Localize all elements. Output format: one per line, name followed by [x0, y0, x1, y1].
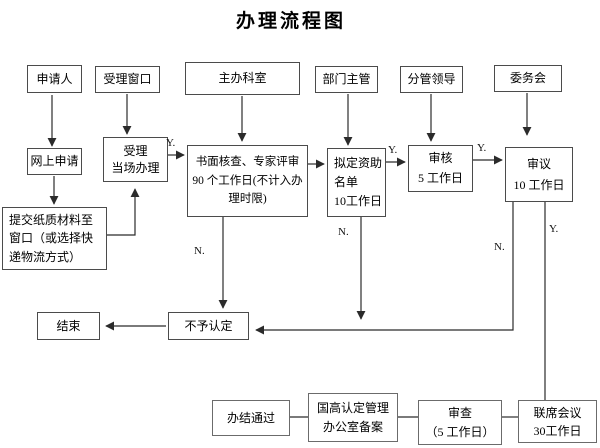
node-written-review: 书面核查、专家评审 90 个工作日(不计入办 理时限)	[187, 145, 308, 217]
node-line: 30工作日	[533, 423, 582, 438]
node-line: 书面核查、专家评审	[195, 155, 300, 168]
node-line: 办公室备案	[322, 419, 383, 434]
node-line: 理时限)	[228, 193, 267, 206]
node-line: 拟定资助	[334, 155, 383, 170]
node-line: 联席会议	[533, 405, 582, 420]
node-line: 审议	[526, 157, 551, 172]
diagram-title: 办理流程图	[235, 11, 346, 32]
node-submit-paper: 提交纸质材料至 窗口（或选择快 递物流方式）	[2, 207, 107, 270]
edge-label-review-yes: Y.	[477, 142, 487, 154]
node-line: 名单	[334, 174, 359, 189]
node-examination: 审查 （5 工作日）	[418, 400, 502, 445]
node-host-office: 主办科室	[185, 62, 300, 95]
node-line: 递物流方式）	[9, 249, 82, 264]
node-line: 90 个工作日(不计入办	[192, 174, 303, 187]
node-draft-list: 拟定资助 名单 10工作日	[327, 148, 386, 217]
node-acceptance-onsite: 受理 当场办理	[103, 137, 168, 182]
node-online-application: 网上申请	[27, 148, 82, 175]
node-applicant: 申请人	[27, 65, 82, 93]
edge-paper-to-onsite	[107, 188, 140, 236]
node-joint-meeting: 联席会议 30工作日	[518, 400, 597, 443]
node-committee: 委务会	[494, 65, 562, 92]
node-deliberation: 审议 10 工作日	[505, 147, 573, 202]
node-line: 审查	[447, 405, 472, 420]
edge-label-written-no: N.	[194, 245, 205, 257]
edge-label-deliberation-yes: Y.	[549, 223, 559, 235]
edge-label-draft-yes: Y.	[388, 144, 398, 156]
node-filing: 国高认定管理 办公室备案	[308, 393, 398, 442]
node-end: 结束	[37, 312, 100, 340]
node-branch-leader: 分管领导	[400, 66, 463, 93]
edge-label-deliberation-no: N.	[494, 241, 505, 253]
node-dept-manager: 部门主管	[315, 66, 378, 93]
node-line: 国高认定管理	[316, 400, 389, 415]
node-line: 受理	[123, 143, 148, 158]
node-line: 10工作日	[334, 194, 383, 209]
node-not-recognized: 不予认定	[168, 312, 249, 340]
node-line: 5 工作日	[417, 170, 463, 185]
node-line: （5 工作日）	[425, 424, 495, 439]
edge-deliberation-no-to-notrecognized	[255, 202, 514, 335]
node-line: 当场办理	[111, 160, 160, 175]
node-line: 提交纸质材料至	[9, 212, 94, 227]
node-line: 10 工作日	[513, 177, 565, 192]
node-review: 审核 5 工作日	[408, 145, 473, 192]
node-line: 窗口（或选择快	[9, 231, 94, 246]
node-completed: 办结通过	[212, 400, 290, 436]
edge-label-accept-yes: Y.	[166, 137, 176, 149]
edge-label-draft-no: N.	[338, 226, 349, 238]
node-line: 审核	[428, 151, 453, 166]
node-acceptance-window: 受理窗口	[95, 66, 160, 93]
